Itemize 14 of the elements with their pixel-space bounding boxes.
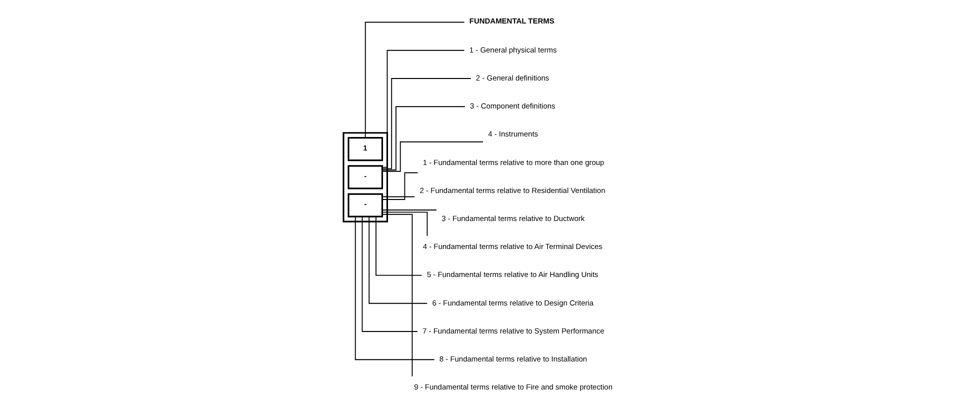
- connector: [381, 78, 471, 170]
- connector: [381, 196, 415, 198]
- connector: [368, 216, 428, 304]
- connector: [381, 212, 428, 236]
- connector: [364, 22, 464, 138]
- connector: [375, 216, 422, 276]
- connector: [381, 141, 483, 172]
- cluster: [342, 132, 388, 222]
- connector: [381, 106, 465, 170]
- connector: [381, 172, 418, 200]
- connector: [354, 216, 434, 360]
- connector: [361, 216, 418, 332]
- connector: [381, 50, 464, 168]
- connector: [381, 214, 412, 377]
